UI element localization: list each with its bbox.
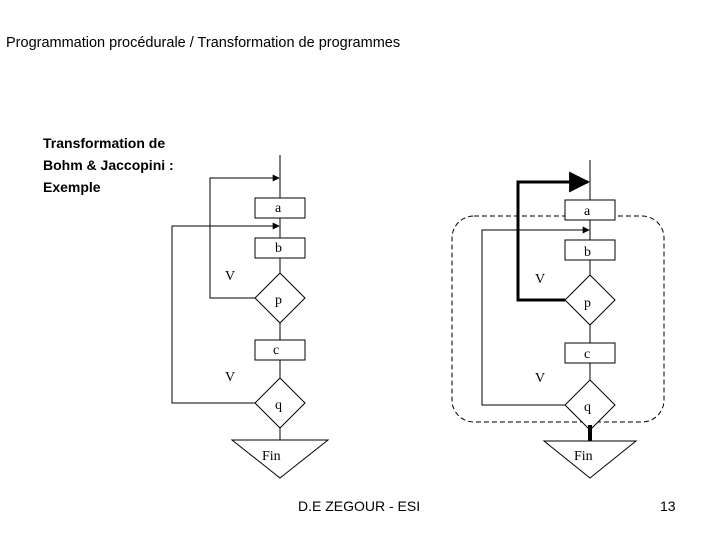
box-b-label: b bbox=[584, 245, 591, 260]
slide-title: Programmation procédurale / Transformati… bbox=[6, 35, 401, 51]
branch-label-v-p: V bbox=[535, 272, 545, 287]
branch-label-v-q: V bbox=[535, 371, 545, 386]
end-label: Fin bbox=[574, 449, 593, 464]
subtitle-line-2: Bohm & Jaccopini : bbox=[43, 157, 174, 173]
decision-q-label: q bbox=[584, 400, 591, 415]
decision-p-label: p bbox=[584, 296, 591, 311]
decision-q-label: q bbox=[275, 398, 282, 413]
bold-loop-arrow-p bbox=[516, 171, 591, 302]
end-terminal bbox=[542, 440, 638, 479]
loop-arrow-p bbox=[209, 174, 280, 299]
subtitle-line-3: Exemple bbox=[43, 179, 101, 195]
page-number: 13 bbox=[660, 498, 676, 514]
flowchart-right: a b p c q Fin V V bbox=[451, 160, 665, 479]
end-terminal bbox=[230, 439, 330, 479]
process-box-c bbox=[254, 339, 306, 361]
subtitle-line-1: Transformation de bbox=[43, 135, 166, 151]
end-label: Fin bbox=[262, 449, 281, 464]
footer-author: D.E ZEGOUR - ESI bbox=[298, 498, 421, 514]
box-c-label: c bbox=[273, 343, 279, 358]
loop-arrow-q bbox=[171, 222, 280, 404]
dashed-grouping-frame bbox=[451, 215, 665, 423]
box-a-label: a bbox=[584, 204, 591, 219]
branch-label-v-p: V bbox=[225, 269, 235, 284]
decision-p-label: p bbox=[275, 293, 282, 308]
slide-subtitle: Transformation de Bohm & Jaccopini : Exe… bbox=[43, 132, 174, 198]
box-c-label: c bbox=[584, 347, 590, 362]
flowchart-left: a b p c q Fin V V bbox=[171, 155, 330, 479]
box-a-label: a bbox=[275, 201, 282, 216]
box-b-label: b bbox=[275, 241, 282, 256]
loop-arrow-q bbox=[481, 226, 590, 406]
branch-label-v-q: V bbox=[225, 370, 235, 385]
